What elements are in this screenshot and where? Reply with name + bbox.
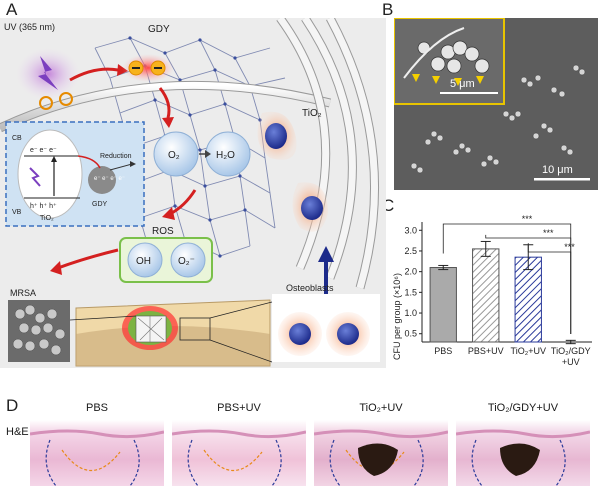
he-image (314, 420, 448, 486)
panel-a: UV (365 nm) GDY TiO₂ O₂ H₂O ROS OH O₂⁻ M… (0, 18, 386, 368)
uv-arrow-icon (69, 67, 119, 82)
bar (429, 267, 457, 343)
bar (472, 248, 500, 343)
inset-vb-label: VB (12, 209, 22, 216)
inset-gdy-label: GDY (92, 201, 108, 208)
x-tick-label: TiO₂+UV (511, 346, 546, 356)
bar-chart: CFU per group (×10⁶) 0.5 1.0 1.5 2.0 2.5 3.0P… (392, 214, 592, 367)
o2-bubble (153, 131, 199, 177)
tio2-rods (0, 18, 380, 290)
panel-b-sem-image: 5 μm 10 μm (394, 18, 598, 190)
y-tick-label: 2.5 (404, 246, 417, 256)
panel-label-b: B (382, 0, 394, 19)
y-tick-label: 3.0 (404, 225, 417, 235)
scale-bar-inset-label: 5 μm (450, 78, 475, 90)
bar (514, 256, 542, 343)
mrsa-label: MRSA (10, 288, 36, 298)
inset-electrons: e⁻ e⁻ e⁻ (30, 147, 57, 154)
y-tick-label: 1.0 (404, 308, 417, 318)
significance-label: *** (543, 228, 554, 238)
y-tick-label: 1.5 (404, 287, 417, 297)
uv-bolt-icon (38, 56, 58, 90)
scale-bar-main-label: 10 μm (542, 164, 573, 176)
inset-cb-label: CB (12, 135, 22, 142)
inset-reduction-label: Reduction (100, 153, 132, 160)
uv-glow (16, 48, 80, 100)
panel-label-d: D (6, 396, 19, 415)
he-image (456, 420, 590, 486)
he-image (172, 420, 306, 486)
ros-label: ROS (152, 226, 174, 237)
tio2-label: TiO₂ (302, 108, 322, 119)
he-column-label: PBS (85, 402, 108, 414)
he-column-label: TiO₂+UV (359, 402, 403, 414)
x-tick-label: PBS+UV (468, 346, 504, 356)
panel-label-a: A (6, 0, 18, 19)
significance-bracket (527, 243, 572, 334)
tio2-electron-icons (39, 92, 73, 110)
inset-gdy-electrons: e⁻ e⁻ e⁻ e⁻ (94, 176, 125, 182)
significance-bracket (442, 223, 572, 334)
o2-minus-label: O₂⁻ (178, 256, 195, 267)
panel-b-sem-svg (394, 18, 598, 190)
h2o-label: H₂O (216, 150, 235, 161)
y-tick-label: 0.5 (404, 329, 417, 339)
he-image (30, 420, 164, 486)
y-axis-label: CFU per group (×10⁶) (392, 273, 402, 360)
he-column-label: PBS+UV (217, 402, 261, 414)
gdy-label: GDY (148, 24, 170, 35)
y-tick-label: 2.0 (404, 267, 417, 277)
he-row-label: H&E (6, 426, 29, 438)
inset-tio2-label: TiO₂ (40, 215, 54, 222)
x-tick-label: PBS (434, 346, 452, 356)
oh-label: OH (136, 256, 151, 267)
panel-a-illustration: UV (365 nm) GDY TiO₂ O₂ H₂O ROS OH O₂⁻ M… (0, 18, 380, 367)
significance-label: *** (522, 214, 533, 224)
inset-holes: h⁺ h⁺ h⁺ (30, 203, 57, 210)
he-column-label: TiO₂/GDY+UV (487, 402, 559, 414)
panel-d-histology: PBS PBS+UV TiO₂+UV TiO₂/GDY+UV (30, 402, 600, 491)
gdy-electron-icons (128, 60, 166, 76)
significance-label: *** (564, 242, 575, 252)
x-tick-label: +UV (562, 357, 580, 367)
osteoblasts-label: Osteoblasts (286, 283, 334, 293)
osteoblast-cells-rod (257, 111, 328, 232)
bone-implant-illustration (69, 299, 273, 367)
o2-label: O₂ (168, 150, 180, 161)
x-tick-label: TiO₂/GDY (551, 346, 591, 356)
uv-label: UV (365 nm) (4, 22, 55, 32)
